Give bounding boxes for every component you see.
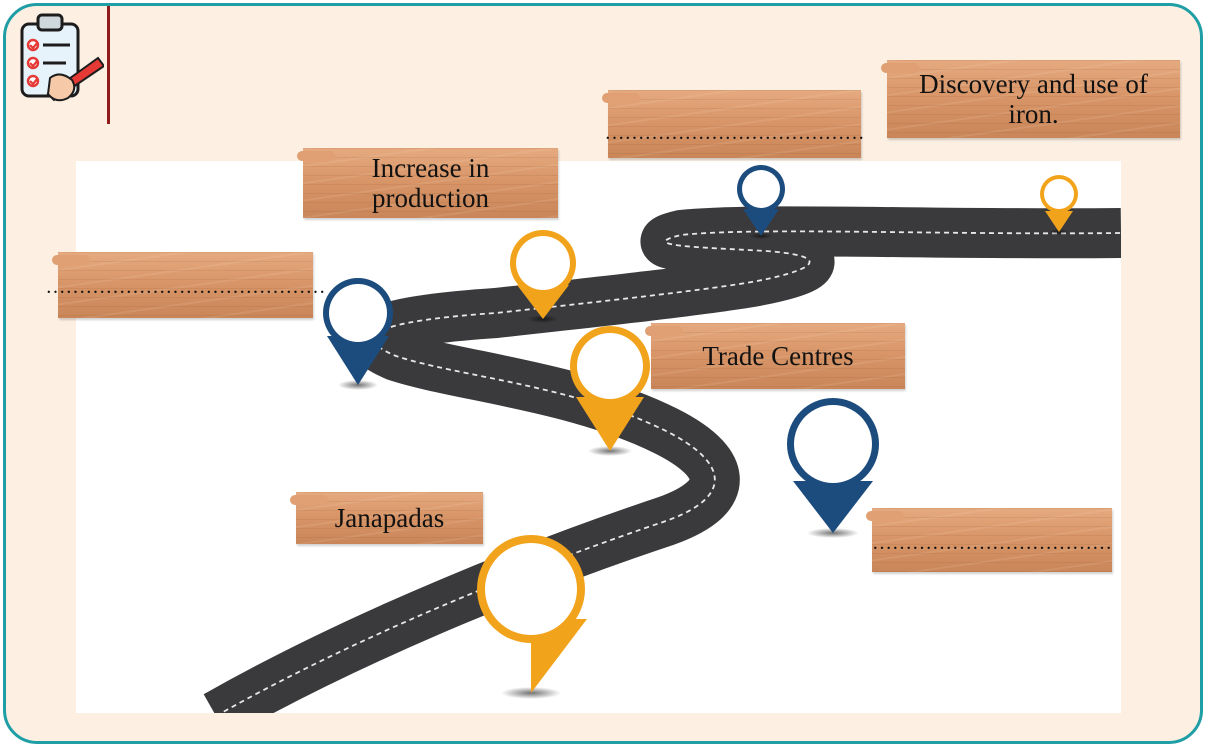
label-janapadas: Janapadas: [290, 492, 483, 544]
label-discovery-and-use-of-iron: Discovery and use of iron.: [881, 60, 1180, 138]
label-increase-in-production: Increase in production: [297, 148, 558, 218]
road-center-line: [219, 230, 1121, 713]
map-pin-icon: [1040, 175, 1078, 232]
map-pin-icon: [510, 230, 576, 319]
label-blank-left[interactable]: ……………………………………: [46, 252, 326, 318]
map-pin-icon: [737, 165, 785, 236]
header-divider: [107, 6, 110, 124]
label-blank-right[interactable]: ………………………………: [866, 508, 1112, 572]
label-trade-centres: Trade Centres: [645, 323, 905, 389]
map-pin-icon: [787, 398, 879, 533]
label-blank-top[interactable]: …………………………………: [602, 90, 865, 158]
map-pin-icon: [323, 278, 393, 385]
worksheet-card: Discovery and use of iron. ……………………………………: [3, 3, 1203, 744]
roadmap-graphic: [203, 165, 1121, 713]
checklist-pen-icon: [20, 13, 104, 102]
map-pin-icon: [570, 326, 650, 451]
map-pin-icon: [475, 535, 587, 693]
roadmap-panel: [76, 161, 1121, 713]
